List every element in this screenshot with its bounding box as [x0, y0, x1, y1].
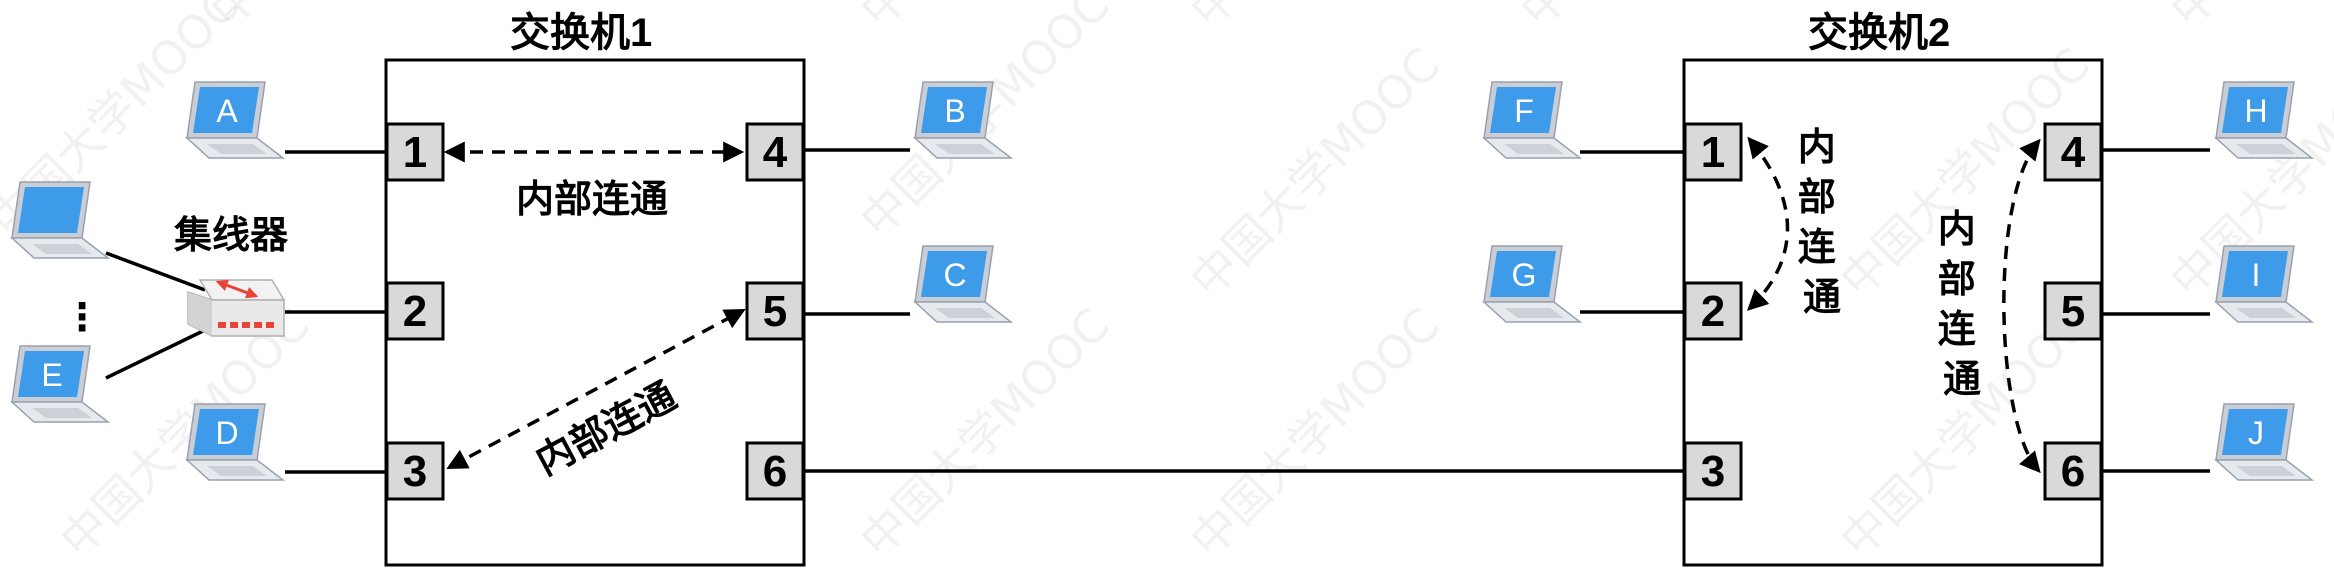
port-number: 2 — [1701, 287, 1725, 336]
switch-1-port-5: 5 — [745, 281, 805, 341]
switch-2-port-3: 3 — [1683, 441, 1743, 501]
switch-2-port-4: 4 — [2043, 122, 2103, 182]
host-j-laptop-icon[interactable]: J — [2215, 403, 2313, 481]
host-label: G — [1512, 257, 1537, 293]
host-label: F — [1514, 93, 1534, 129]
host-label: J — [2248, 415, 2264, 451]
switch-2-port-5: 5 — [2043, 281, 2103, 341]
switch-1-port-6: 6 — [745, 441, 805, 501]
host-f-laptop-icon[interactable]: F — [1483, 81, 1581, 159]
internal-link-3-5 — [446, 309, 746, 469]
host-h-laptop-icon[interactable]: H — [2215, 81, 2313, 159]
switch-2: 交换机2 1 2 3 4 5 6 内 部 连 — [1682, 11, 2104, 567]
internal-link-label-vertical: 内 部 连 通 — [1938, 209, 1987, 401]
host-label: A — [216, 93, 238, 129]
switch-1-port-2: 2 — [385, 281, 445, 341]
hub-label: 集线器 — [173, 215, 289, 257]
watermark: 中国大学MOOC — [850, 297, 1120, 567]
host-label: C — [943, 257, 966, 293]
switch-2-port-2: 2 — [1683, 281, 1743, 341]
cable-hub-host-top — [105, 251, 206, 292]
host-i-laptop-icon[interactable]: I — [2215, 245, 2313, 323]
internal-link-label-vertical: 内 部 连 通 — [1798, 127, 1847, 319]
label-char: 部 — [1798, 177, 1836, 219]
ellipsis-vertical: ⋮ — [63, 297, 101, 339]
label-char: 通 — [1943, 359, 1981, 401]
label-char: 连 — [1938, 309, 1976, 351]
switch-1-port-1: 1 — [385, 122, 445, 182]
watermark: 中国大学MOOC — [1180, 37, 1450, 307]
hub-device-icon[interactable] — [187, 279, 286, 337]
host-label: H — [2244, 93, 2267, 129]
label-char: 连 — [1798, 227, 1836, 269]
switch-1-port-4: 4 — [745, 122, 805, 182]
switch-1-port-3: 3 — [385, 441, 445, 501]
internal-link-label: 内部连通 — [529, 375, 683, 483]
cable-hub-e — [105, 328, 206, 380]
port-number: 3 — [403, 447, 427, 496]
host-b-laptop-icon[interactable]: B — [914, 81, 1012, 159]
port-number: 3 — [1701, 447, 1725, 496]
switch-1: 交换机1 1 2 3 4 5 6 内部连通 内部连通 — [384, 11, 806, 567]
watermark: 中国大学MOOC — [1180, 0, 1450, 38]
host-label: E — [41, 357, 62, 393]
port-number: 1 — [1701, 128, 1725, 177]
watermark: 中国大学MOOC — [2160, 0, 2334, 38]
switch-2-port-1: 1 — [1683, 122, 1743, 182]
host-label: D — [215, 415, 238, 451]
host-d-laptop-icon[interactable]: D — [186, 403, 284, 481]
port-number: 5 — [2061, 287, 2085, 336]
watermark: 中国大学MOOC — [1180, 297, 1450, 567]
port-number: 5 — [763, 287, 787, 336]
switch-2-port-6: 6 — [2043, 441, 2103, 501]
internal-link-label: 内部连通 — [516, 179, 668, 221]
port-number: 4 — [763, 128, 788, 177]
host-label: B — [944, 93, 965, 129]
host-a-laptop-icon[interactable]: A — [186, 81, 284, 159]
label-char: 内 — [1938, 209, 1976, 251]
port-number: 2 — [403, 287, 427, 336]
label-char: 通 — [1803, 277, 1841, 319]
host-c-laptop-icon[interactable]: C — [914, 245, 1012, 323]
watermark: 中国大学MOOC — [1510, 0, 1780, 38]
internal-link-1-2 — [1746, 136, 1790, 311]
port-number: 1 — [403, 128, 427, 177]
host-label: I — [2252, 257, 2261, 293]
host-e-laptop-icon[interactable]: E — [11, 345, 109, 423]
hub-host-laptop-icon[interactable] — [11, 181, 109, 259]
port-number: 4 — [2061, 128, 2086, 177]
switch-2-title: 交换机2 — [1808, 11, 1950, 55]
port-number: 6 — [2061, 447, 2085, 496]
label-char: 内 — [1798, 127, 1836, 169]
host-g-laptop-icon[interactable]: G — [1483, 245, 1581, 323]
switch-1-box — [384, 58, 806, 567]
label-char: 部 — [1938, 259, 1976, 301]
port-number: 6 — [763, 447, 787, 496]
switch-1-title: 交换机1 — [510, 11, 652, 55]
